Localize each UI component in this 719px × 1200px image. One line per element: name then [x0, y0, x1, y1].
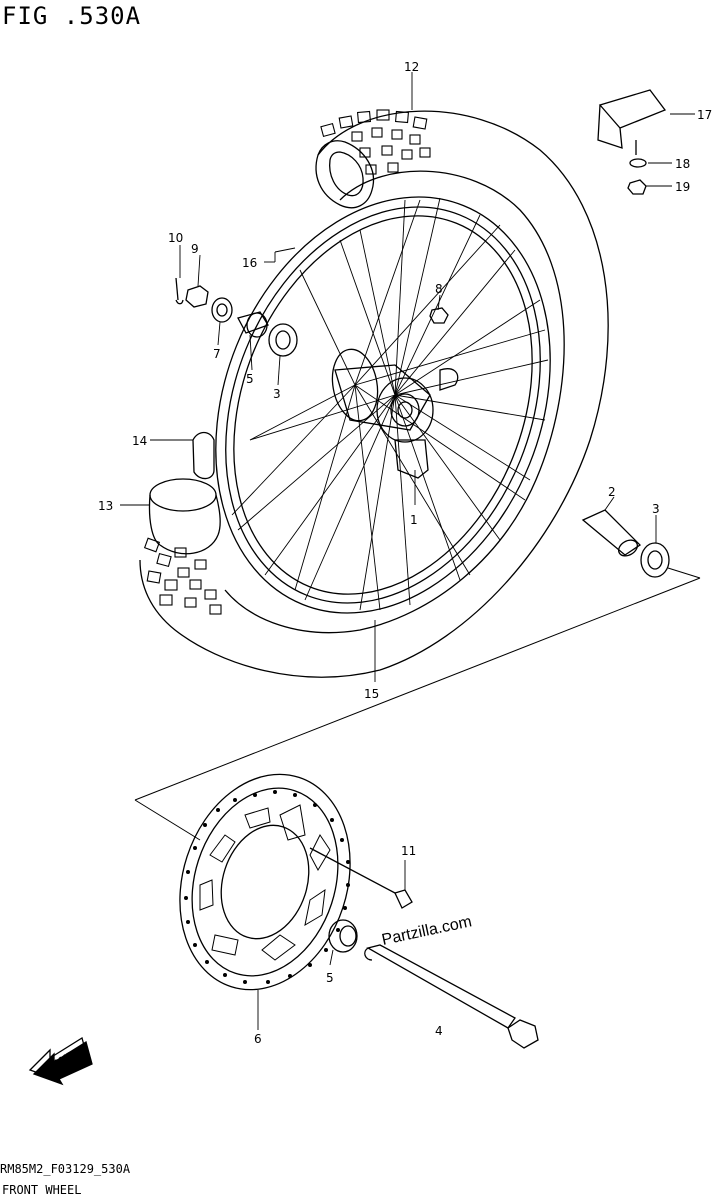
- callout-13: 13: [98, 499, 113, 513]
- callout-15: 15: [364, 687, 379, 701]
- callout-16: 16: [242, 256, 257, 270]
- callout-4: 4: [435, 1024, 443, 1038]
- figure-title: FIG .530A: [2, 2, 142, 30]
- callout-9: 7: [213, 347, 221, 361]
- tube-liner: [192, 431, 215, 480]
- callout-3: 3: [273, 387, 281, 401]
- spokes: [231, 197, 549, 611]
- projection-lines: [134, 567, 701, 841]
- brake-disc: [179, 773, 351, 991]
- front-axle: [364, 944, 539, 1049]
- hub: [331, 348, 459, 479]
- callout-11: 10: [168, 231, 183, 245]
- tire: [139, 109, 609, 678]
- leader-lines: [120, 72, 695, 1030]
- callout-8: 8: [435, 282, 443, 296]
- figure-code: RM85M2_F03129_530A: [0, 1162, 131, 1176]
- watermark-text: Partzilla.com: [380, 913, 473, 949]
- left-hub-parts: [175, 277, 449, 357]
- callout-5: 5: [246, 372, 254, 386]
- callout-17: 17: [697, 108, 712, 122]
- right-axle-parts: [581, 509, 670, 578]
- callout-19: 19: [675, 180, 690, 194]
- fwd-arrow-icon: [28, 1036, 93, 1086]
- callout-6: 6: [254, 1032, 262, 1046]
- callout-2: 2: [608, 485, 616, 499]
- callout-12: 12: [404, 60, 419, 74]
- callout-1: 1: [410, 513, 418, 527]
- rim: [215, 196, 551, 614]
- callout-3b: 3: [652, 502, 660, 516]
- callout-14: 14: [132, 434, 147, 448]
- callout-10: 9: [191, 242, 199, 256]
- figure-name: FRONT WHEEL: [2, 1183, 82, 1197]
- disc-bolt: [309, 847, 413, 909]
- callout-7: 11: [401, 844, 416, 858]
- lower-collar: [328, 919, 358, 953]
- callout-5b: 5: [326, 971, 334, 985]
- valve-parts: [597, 89, 667, 195]
- callout-18: 18: [675, 157, 690, 171]
